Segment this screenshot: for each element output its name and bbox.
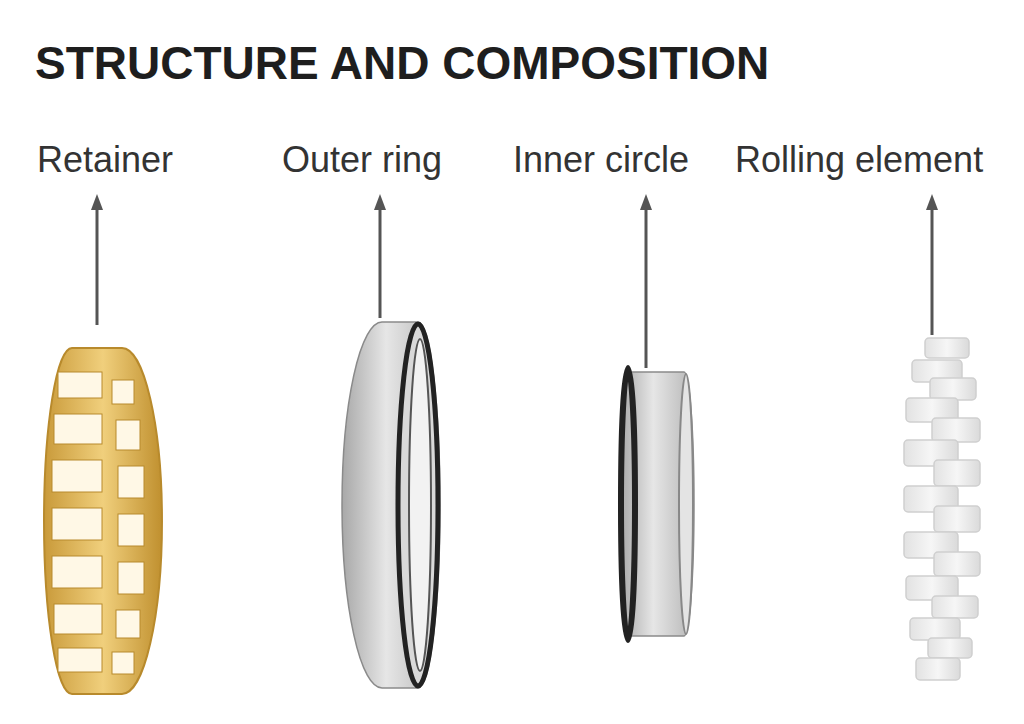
retainer-cage (44, 348, 162, 694)
part-label: Retainer (37, 138, 173, 182)
rolling-elements (904, 338, 980, 680)
part-label: Inner circle (513, 138, 689, 182)
leader-arrows (91, 194, 938, 368)
part-label: Rolling element (735, 138, 983, 182)
diagram-title: STRUCTURE AND COMPOSITION (35, 36, 769, 90)
outer-ring (342, 322, 440, 688)
inner-ring (620, 368, 694, 640)
part-label: Outer ring (282, 138, 442, 182)
